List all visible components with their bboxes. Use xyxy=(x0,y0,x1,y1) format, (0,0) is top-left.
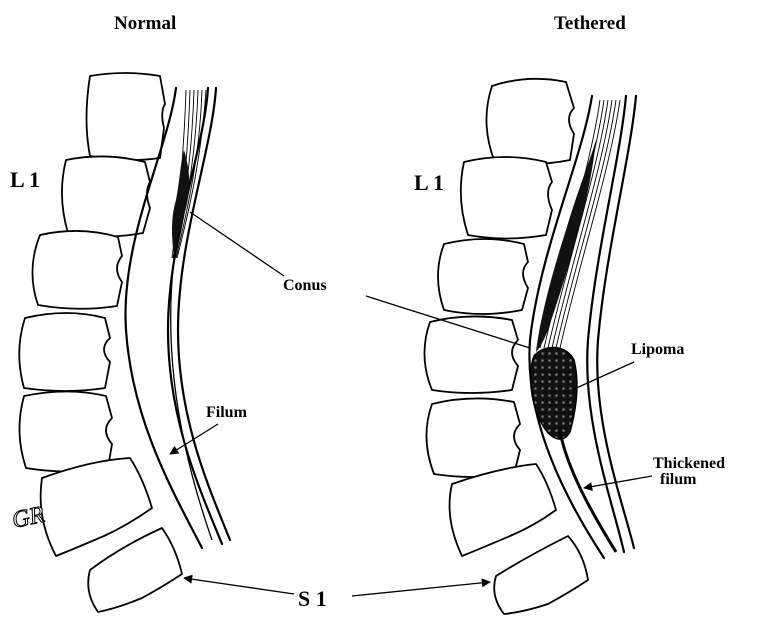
filum-arrow xyxy=(170,424,218,454)
filum-label: Filum xyxy=(206,404,248,421)
normal-spinal-cord xyxy=(171,90,212,540)
normal-vertebra-l4 xyxy=(19,392,112,472)
normal-vertebra-s1 xyxy=(88,528,182,612)
normal-vertebra-l3 xyxy=(19,313,110,391)
artist-signature: GR xyxy=(10,502,47,534)
conus-leader-normal xyxy=(190,212,284,276)
tethered-spine: Tethered L 1 Lipoma Thickened filum xyxy=(414,13,725,614)
normal-spine: Normal L 1 Filum GR xyxy=(10,13,248,612)
tethered-vertebra-t12 xyxy=(486,79,574,164)
lipoma-label: Lipoma xyxy=(631,341,684,358)
normal-l1-label: L 1 xyxy=(10,167,40,192)
lipoma-leader xyxy=(572,362,634,390)
s1-label: S 1 xyxy=(298,586,327,611)
tethered-vertebrae xyxy=(424,79,588,614)
conus-label: Conus xyxy=(283,277,327,294)
normal-vertebra-t12 xyxy=(87,73,166,160)
tethered-vertebra-l2 xyxy=(438,239,528,314)
tethered-l1-label: L 1 xyxy=(414,170,444,195)
thickened-filum-label-line2: filum xyxy=(660,471,697,488)
s1-arrow-left xyxy=(184,578,294,594)
normal-vertebrae xyxy=(19,73,182,612)
tethered-vertebra-l4 xyxy=(426,398,520,477)
s1-arrow-right xyxy=(352,582,490,596)
tethered-title: Tethered xyxy=(554,13,626,34)
lipoma-mass xyxy=(531,347,577,439)
thickened-filum-label-line1: Thickened xyxy=(653,455,725,472)
tethered-vertebra-l1 xyxy=(461,157,552,239)
tethered-vertebra-l5 xyxy=(450,464,556,556)
normal-vertebra-l1 xyxy=(62,156,150,236)
normal-title: Normal xyxy=(114,13,176,34)
tethered-vertebra-s1 xyxy=(494,536,588,614)
normal-vertebra-l2 xyxy=(32,231,122,309)
tethered-vertebra-l3 xyxy=(424,316,518,393)
